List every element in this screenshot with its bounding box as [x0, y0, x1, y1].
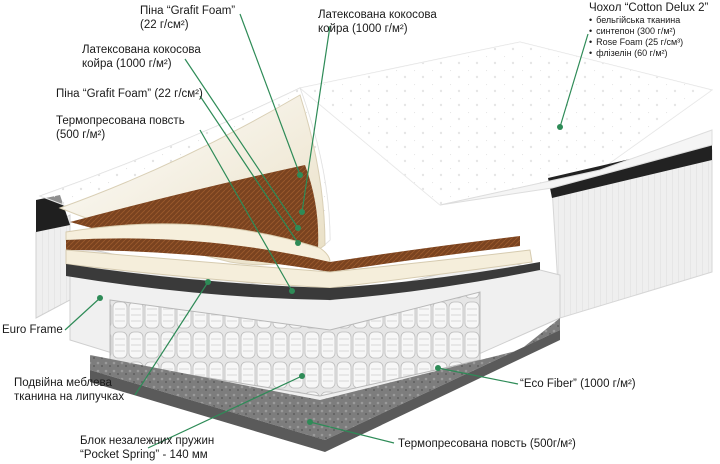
leader-lines [64, 13, 589, 449]
coir-layer-lower [66, 236, 520, 272]
label-pocket-spring: Блок незалежних пружин “Pocket Spring” -… [80, 434, 214, 462]
label-line: тканина на липучках [14, 391, 125, 403]
cover-item: Rose Foam (25 г/см³) [589, 37, 717, 48]
label-grafit-foam-left: Піна “Grafit Foam” (22 г/см²) [56, 87, 203, 101]
label-cover: Чохол “Cotton Delux 2” бельгійська ткани… [589, 2, 717, 59]
label-line: койра (1000 г/м²) [82, 58, 172, 70]
cover-item: бельгійська тканина [589, 15, 717, 26]
label-line: Латексована кокосова [318, 9, 437, 21]
label-line: (500 г/м²) [56, 129, 106, 141]
label-double-fabric: Подвійна меблева тканина на липучках [14, 376, 124, 404]
label-line: Блок незалежних пружин [80, 435, 215, 447]
label-line: Подвійна меблева [14, 377, 112, 389]
label-felt-left: Термопресована повсть (500 г/м²) [56, 114, 185, 142]
cover-item: флізелін (60 г/м²) [589, 48, 717, 59]
label-line: Euro Frame [2, 324, 63, 336]
cover-item: синтепон (300 г/м²) [589, 26, 717, 37]
label-line: Термопресована повсть [56, 115, 185, 127]
label-latex-coir-top: Латексована кокосова койра (1000 г/м²) [318, 8, 437, 36]
label-line: Латексована кокосова [82, 44, 201, 56]
label-line: “Eco Fiber” (1000 г/м²) [520, 378, 636, 390]
label-line: “Pocket Spring” - 140 мм [80, 449, 208, 461]
label-grafit-foam-top: Піна “Grafit Foam” (22 г/см²) [140, 4, 235, 32]
leader-dots [97, 124, 563, 425]
label-line: (22 г/см²) [140, 19, 189, 31]
label-line: койра (1000 г/м²) [318, 23, 408, 35]
label-line: Піна “Grafit Foam” (22 г/см²) [56, 88, 203, 100]
label-euro-frame: Euro Frame [2, 323, 63, 337]
felt-layer [66, 262, 540, 300]
label-felt-bottom: Термопресована повсть (500г/м²) [398, 437, 576, 451]
eco-fiber-layer [90, 318, 560, 440]
cover-items-list: бельгійська тканина синтепон (300 г/м²) … [589, 15, 717, 59]
label-line: Термопресована повсть (500г/м²) [398, 438, 576, 450]
label-line: Піна “Grafit Foam” [140, 5, 236, 17]
cover-title: Чохол “Cotton Delux 2” [589, 2, 709, 14]
label-eco-fiber: “Eco Fiber” (1000 г/м²) [520, 377, 636, 391]
label-latex-coir-left: Латексована кокосова койра (1000 г/м²) [82, 43, 201, 71]
